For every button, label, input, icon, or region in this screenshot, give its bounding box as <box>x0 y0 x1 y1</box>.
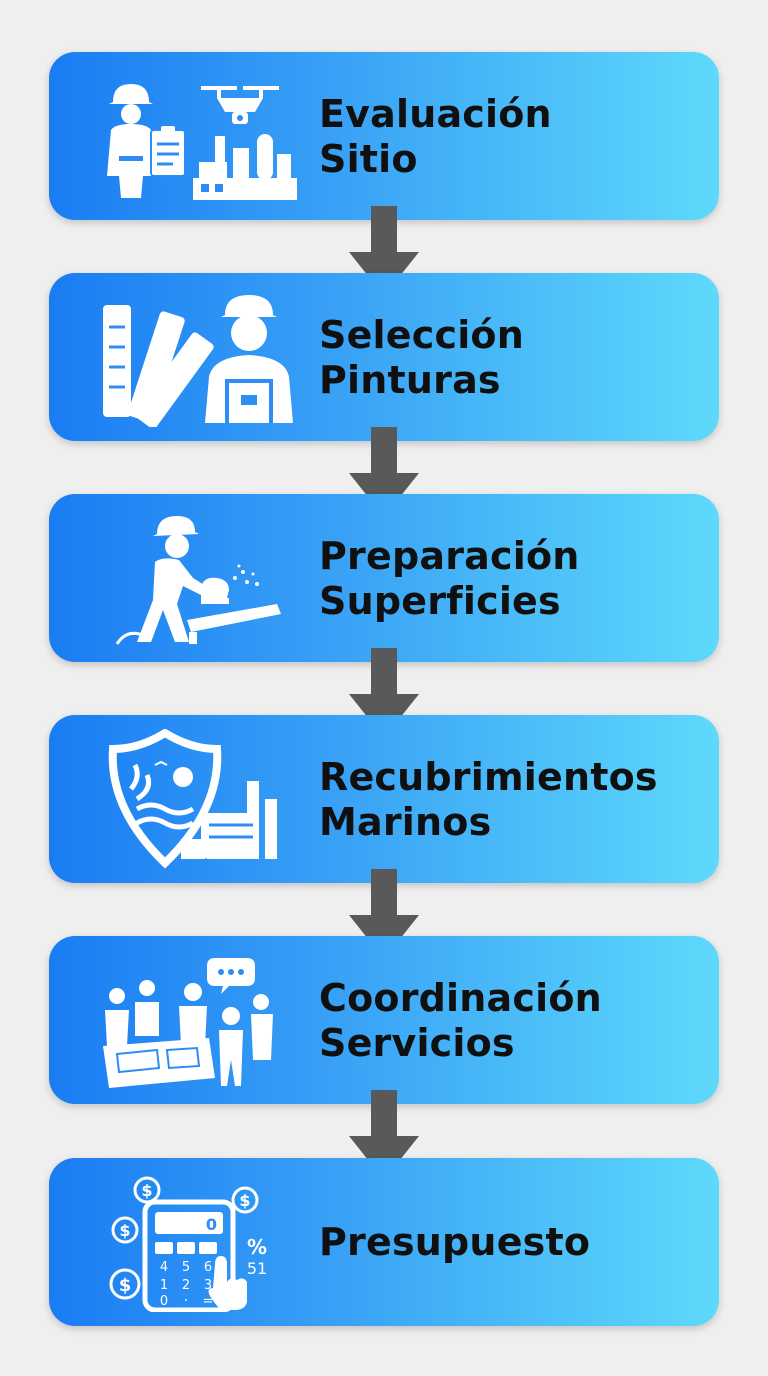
step-title-line2: Servicios <box>319 1021 515 1065</box>
step-title-line1: Presupuesto <box>319 1220 591 1264</box>
step-title-line2: Pinturas <box>319 358 501 402</box>
calculator-money-icon: $ $ $ $ 0 4 5 6 1 2 3 0 · = % 51 <box>97 1172 297 1312</box>
down-arrow-icon <box>347 1090 421 1182</box>
team-blueprint-icon <box>97 950 297 1090</box>
svg-text:=: = <box>203 1294 214 1309</box>
svg-text:51: 51 <box>247 1259 267 1278</box>
step-recubrimientos-marinos: Recubrimientos Marinos <box>49 715 719 883</box>
svg-text:0: 0 <box>160 1294 168 1309</box>
svg-text:3: 3 <box>204 1278 212 1293</box>
step-presupuesto: $ $ $ $ 0 4 5 6 1 2 3 0 · = % 51 <box>49 1158 719 1326</box>
step-label: Coordinación Servicios <box>319 976 699 1066</box>
step-title-line1: Selección <box>319 313 524 357</box>
step-title-line1: Preparación <box>319 534 580 578</box>
step-label: Evaluación Sitio <box>319 92 699 182</box>
worker-grinder-icon <box>97 508 297 648</box>
marine-shield-icon <box>97 729 297 869</box>
step-title-line2: Sitio <box>319 137 418 181</box>
step-label: Selección Pinturas <box>319 313 699 403</box>
svg-text:0: 0 <box>206 1215 217 1234</box>
step-title-line1: Coordinación <box>319 976 602 1020</box>
step-title-line1: Evaluación <box>319 92 552 136</box>
step-seleccion-pinturas: Selección Pinturas <box>49 273 719 441</box>
step-preparacion-superficies: Preparación Superficies <box>49 494 719 662</box>
step-title-line2: Marinos <box>319 800 492 844</box>
step-title-line2: Superficies <box>319 579 561 623</box>
svg-text:5: 5 <box>182 1260 190 1275</box>
svg-text:$: $ <box>119 1221 130 1240</box>
svg-text:$: $ <box>141 1181 152 1200</box>
svg-text:·: · <box>184 1294 188 1309</box>
svg-text:$: $ <box>119 1275 132 1296</box>
step-label: Recubrimientos Marinos <box>319 755 699 845</box>
step-evaluacion-sitio: Evaluación Sitio <box>49 52 719 220</box>
inspector-drone-factory-icon <box>97 66 297 206</box>
step-coordinacion-servicios: Coordinación Servicios <box>49 936 719 1104</box>
step-label: Presupuesto <box>319 1220 699 1265</box>
svg-text:%: % <box>247 1235 267 1259</box>
step-title-line1: Recubrimientos <box>319 755 658 799</box>
svg-text:6: 6 <box>204 1260 212 1275</box>
svg-text:1: 1 <box>160 1278 168 1293</box>
svg-text:2: 2 <box>182 1278 190 1293</box>
svg-text:$: $ <box>239 1191 250 1210</box>
svg-text:4: 4 <box>160 1260 168 1275</box>
color-swatch-painter-icon <box>97 287 297 427</box>
step-label: Preparación Superficies <box>319 534 699 624</box>
